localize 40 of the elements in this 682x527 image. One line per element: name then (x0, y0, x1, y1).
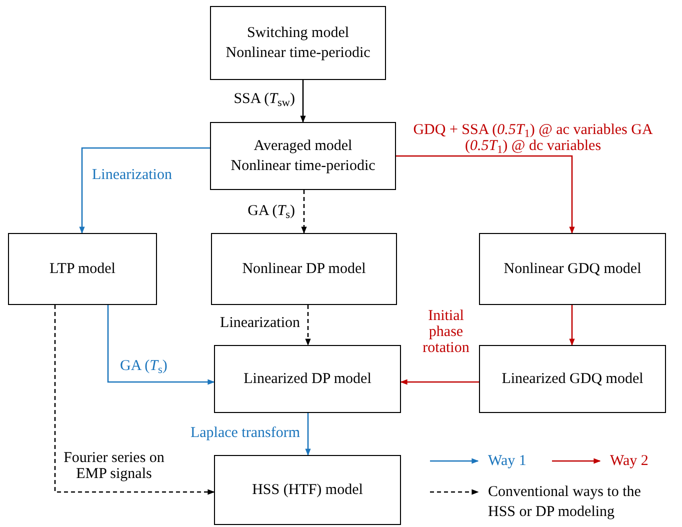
edge-label: SSA (T$_{sw}$) (232, 91, 295, 107)
arrow (569, 305, 575, 346)
box-label: LTP model (50, 260, 116, 279)
arrow (54, 305, 215, 495)
arrow (400, 379, 479, 385)
arrow (301, 190, 307, 234)
box-label: Linearized GDQ model (502, 370, 644, 389)
box-label: HSS (HTF) model (252, 481, 363, 500)
process-box (479, 233, 666, 305)
edge-label: Fourier series on EMP signals (62, 450, 166, 482)
process-box (210, 6, 386, 80)
process-box (214, 345, 401, 413)
process-box (211, 233, 397, 305)
box-label: Nonlinear time-periodic (226, 44, 370, 63)
arrow (305, 305, 311, 346)
edge-label: Initial phase rotation (422, 308, 470, 356)
process-box (8, 233, 157, 305)
box-label: Linearized DP model (244, 370, 372, 389)
box-label: Switching model (246, 24, 350, 43)
edge-label: Linearization (92, 167, 173, 183)
process-box (210, 122, 396, 190)
legend-label: Way 2 (610, 452, 650, 471)
edge-label: Laplace transform (189, 425, 300, 441)
arrow (107, 305, 215, 385)
edge-label: GDQ + SSA (0.5T$_{1}$) @ ac variables GA (0.5T$_{1}$) @ dc variables (412, 122, 654, 154)
arrow (300, 80, 306, 123)
legend-label: Way 1 (488, 452, 528, 471)
legend-label: Conventional ways to the HSS or DP modeling (488, 483, 642, 522)
edge-label: GA (T$_{s}$) (246, 203, 295, 219)
arrow (396, 155, 575, 234)
process-box (479, 345, 666, 413)
edge-label: Linearization (219, 315, 300, 331)
arrow (79, 147, 210, 234)
edge-label: GA (T$_{s}$) (120, 358, 168, 374)
arrow (305, 413, 311, 456)
process-box (214, 455, 401, 525)
box-label: Nonlinear GDQ model (504, 260, 642, 279)
box-label: Averaged model (254, 137, 352, 156)
box-label: Nonlinear time-periodic (230, 157, 376, 176)
box-label: Nonlinear DP model (242, 260, 366, 279)
